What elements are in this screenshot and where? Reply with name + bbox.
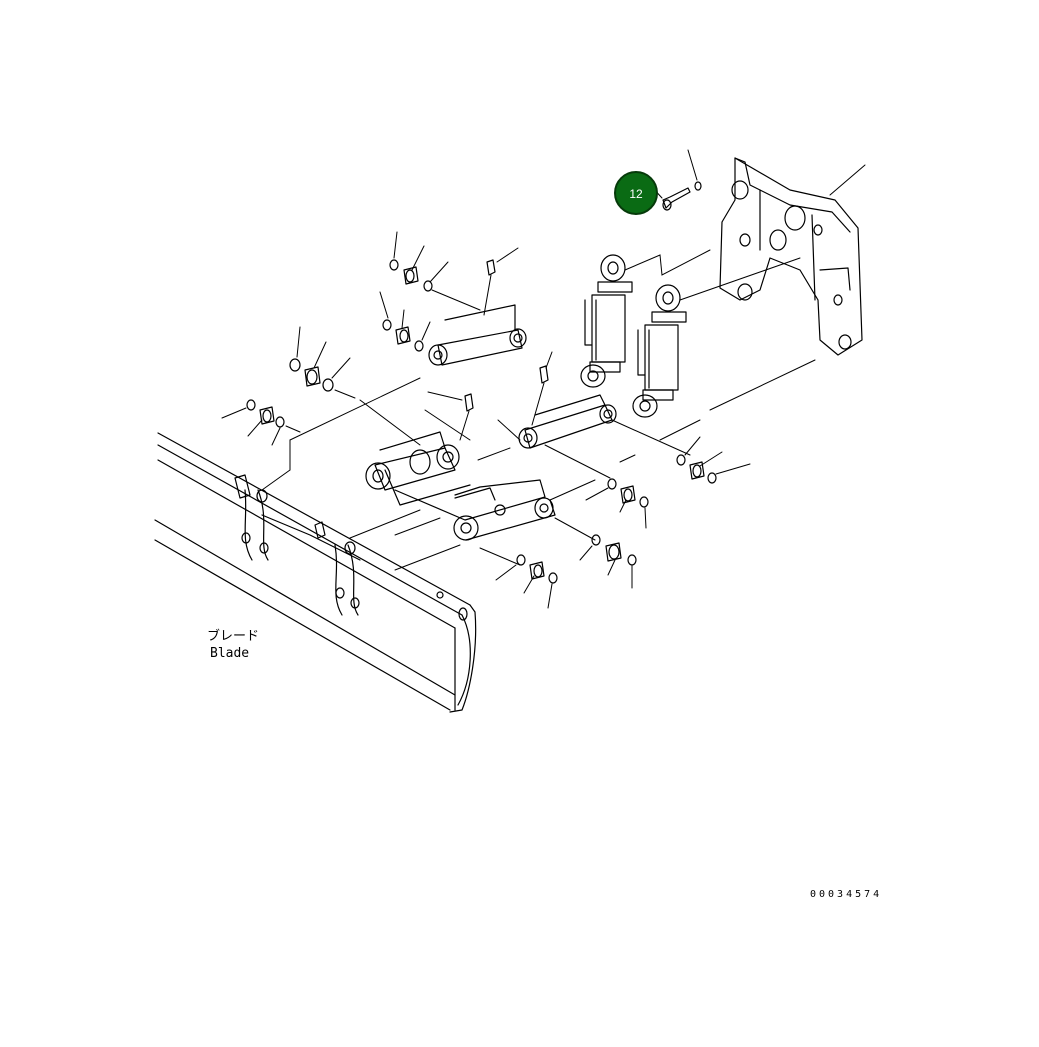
bushing-set — [246, 399, 285, 428]
blade-label-en: Blade — [210, 646, 249, 661]
lower-link-arm — [518, 394, 617, 449]
pivot-assembly — [365, 431, 556, 541]
callout-circle[interactable] — [614, 171, 658, 215]
blade-label-jp: ブレード — [207, 628, 259, 644]
bushing-set — [676, 454, 717, 484]
assembly-line — [611, 419, 691, 456]
assembly-line — [544, 444, 611, 479]
washer — [694, 181, 702, 191]
leader-line — [687, 149, 698, 181]
leader-line — [545, 351, 553, 369]
leader-line — [427, 391, 463, 401]
assembly-line — [709, 359, 816, 411]
callout-number[interactable]: 12 — [629, 187, 643, 201]
grease-fitting — [531, 365, 549, 426]
leader-line — [829, 164, 866, 196]
callout-12[interactable]: 12 — [614, 171, 658, 215]
blade — [154, 432, 477, 713]
grease-fitting — [483, 259, 496, 316]
bushing-set — [516, 554, 558, 584]
assembly-line — [679, 257, 801, 301]
cylinder-right — [632, 284, 687, 418]
cylinder-left — [580, 254, 633, 388]
grease-fitting — [459, 393, 474, 441]
leader-line — [496, 247, 519, 263]
bushing-set — [289, 358, 334, 392]
assembly-line — [624, 249, 711, 276]
frame-bracket — [719, 157, 863, 356]
bushing-set — [607, 478, 649, 508]
bushing-set — [389, 259, 433, 292]
upper-link-arm — [428, 304, 527, 366]
bolt — [662, 187, 691, 211]
bushing-set — [591, 534, 637, 566]
drawing-number: 00034574 — [810, 889, 882, 900]
bushing-set — [382, 319, 424, 352]
